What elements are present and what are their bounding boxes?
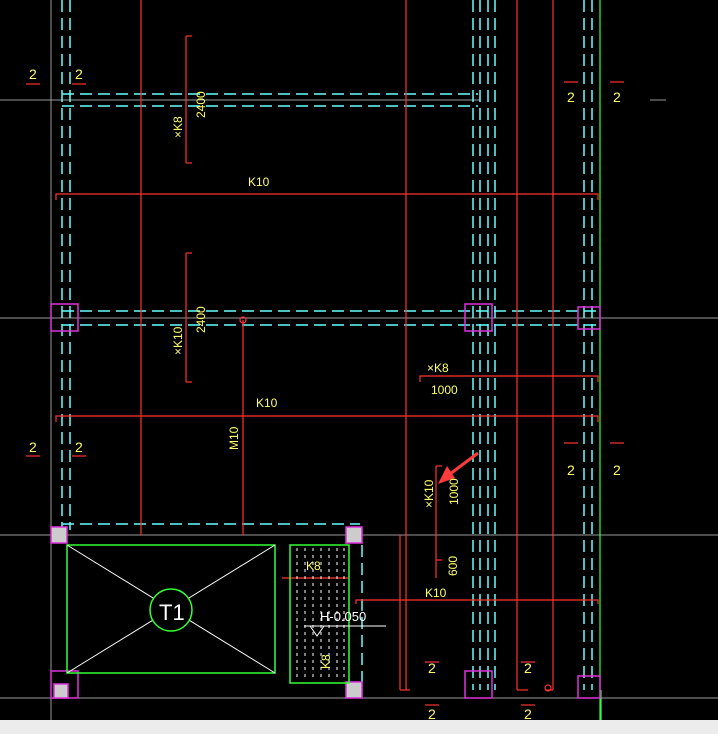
axis-label-2: 2 <box>428 660 436 676</box>
axis-label-2: 2 <box>567 89 575 105</box>
rebar-label-xk8: ×K8 <box>171 116 185 138</box>
hatched-slab <box>289 544 386 684</box>
dimension-600: 600 <box>446 556 460 576</box>
dimension-2400: 2400 <box>194 91 208 118</box>
dimension-1000: 1000 <box>447 478 461 505</box>
text-labels: 2 2 2 2 2 2 2 2 2 2 2 2 K10 K10 K10 ×K8 … <box>29 66 621 722</box>
axis-label-2: 2 <box>75 66 83 82</box>
rebar-label-k10: K10 <box>425 586 447 600</box>
axis-lines-green <box>599 0 602 720</box>
rebar-lines <box>26 0 624 706</box>
axis-stubs <box>650 99 666 699</box>
pit-t1 <box>66 544 276 674</box>
rebar-label-k10: K10 <box>248 175 270 189</box>
elevation-label: H-0.050 <box>320 609 366 624</box>
pit-tag-t1: T1 <box>159 600 185 625</box>
dimension-2400: 2400 <box>194 306 208 333</box>
axis-label-2: 2 <box>428 706 436 720</box>
axis-label-2: 2 <box>524 706 532 720</box>
status-strip <box>0 720 718 734</box>
axis-label-2: 2 <box>613 89 621 105</box>
rebar-label-k8: K8 <box>319 654 333 669</box>
dimension-1000: 1000 <box>431 383 458 397</box>
beam-outline-dashed <box>61 0 600 690</box>
rebar-label-xk10: ×K10 <box>422 479 436 508</box>
rebar-label-k10: K10 <box>256 396 278 410</box>
axis-label-2: 2 <box>613 462 621 478</box>
axis-label-2: 2 <box>524 660 532 676</box>
rebar-label-k8: K8 <box>306 559 321 573</box>
rebar-label-xk8: ×K8 <box>427 361 449 375</box>
arrow-annotation <box>438 451 479 484</box>
axis-label-2: 2 <box>29 66 37 82</box>
columns <box>50 303 601 699</box>
axis-label-2: 2 <box>29 439 37 455</box>
axis-label-2: 2 <box>75 439 83 455</box>
axis-label-2: 2 <box>567 462 575 478</box>
rebar-label-m10: M10 <box>227 426 241 450</box>
rebar-label-xk10: ×K10 <box>171 326 185 355</box>
